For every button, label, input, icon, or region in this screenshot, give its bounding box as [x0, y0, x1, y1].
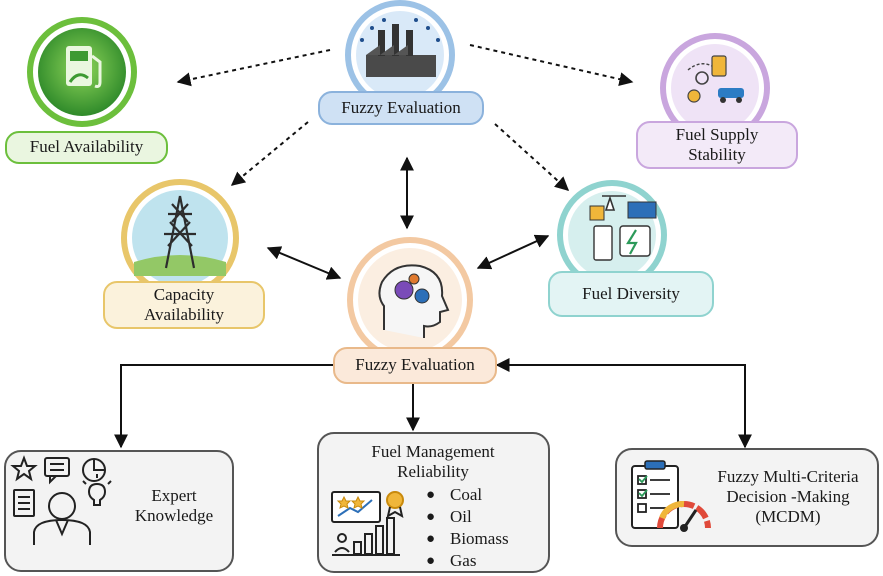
fuel-diversity-label: Fuel Diversity [548, 271, 714, 317]
expert-box [4, 450, 234, 572]
checklist-gauge-icon [631, 460, 711, 532]
mcdm-label: Fuzzy Multi-Criteria Decision -Making (M… [717, 466, 859, 527]
fuel-management-title: Fuel Management Reliability [371, 441, 495, 481]
list-item: Coal [426, 484, 509, 506]
list-item: Oil [426, 506, 509, 528]
supply-chain-icon [660, 33, 770, 143]
fuel-pump-icon [27, 17, 137, 127]
expert-knowledge-label: Expert Knowledge [134, 485, 214, 525]
mcdm-box [615, 448, 879, 547]
top-hub-label: Fuzzy Evaluation [318, 91, 484, 125]
fuel-availability-label: Fuel Availability [5, 131, 168, 164]
list-item: Biomass [426, 528, 509, 550]
dashed-arrows [176, 44, 634, 191]
center-hub-label: Fuzzy Evaluation [333, 347, 497, 384]
power-tower-icon [121, 179, 239, 297]
list-item: Gas [426, 550, 509, 572]
expert-icon [10, 455, 112, 545]
energy-storage-icon [557, 180, 667, 290]
solid-arrows [114, 156, 752, 449]
brain-gears-icon [347, 237, 473, 363]
fuel-supply-stability-label: Fuel Supply Stability [636, 121, 798, 169]
fuel-type-list: Coal Oil Biomass Gas [426, 484, 509, 572]
growth-chart-icon [331, 491, 404, 556]
capacity-availability-label: Capacity Availability [103, 281, 265, 329]
